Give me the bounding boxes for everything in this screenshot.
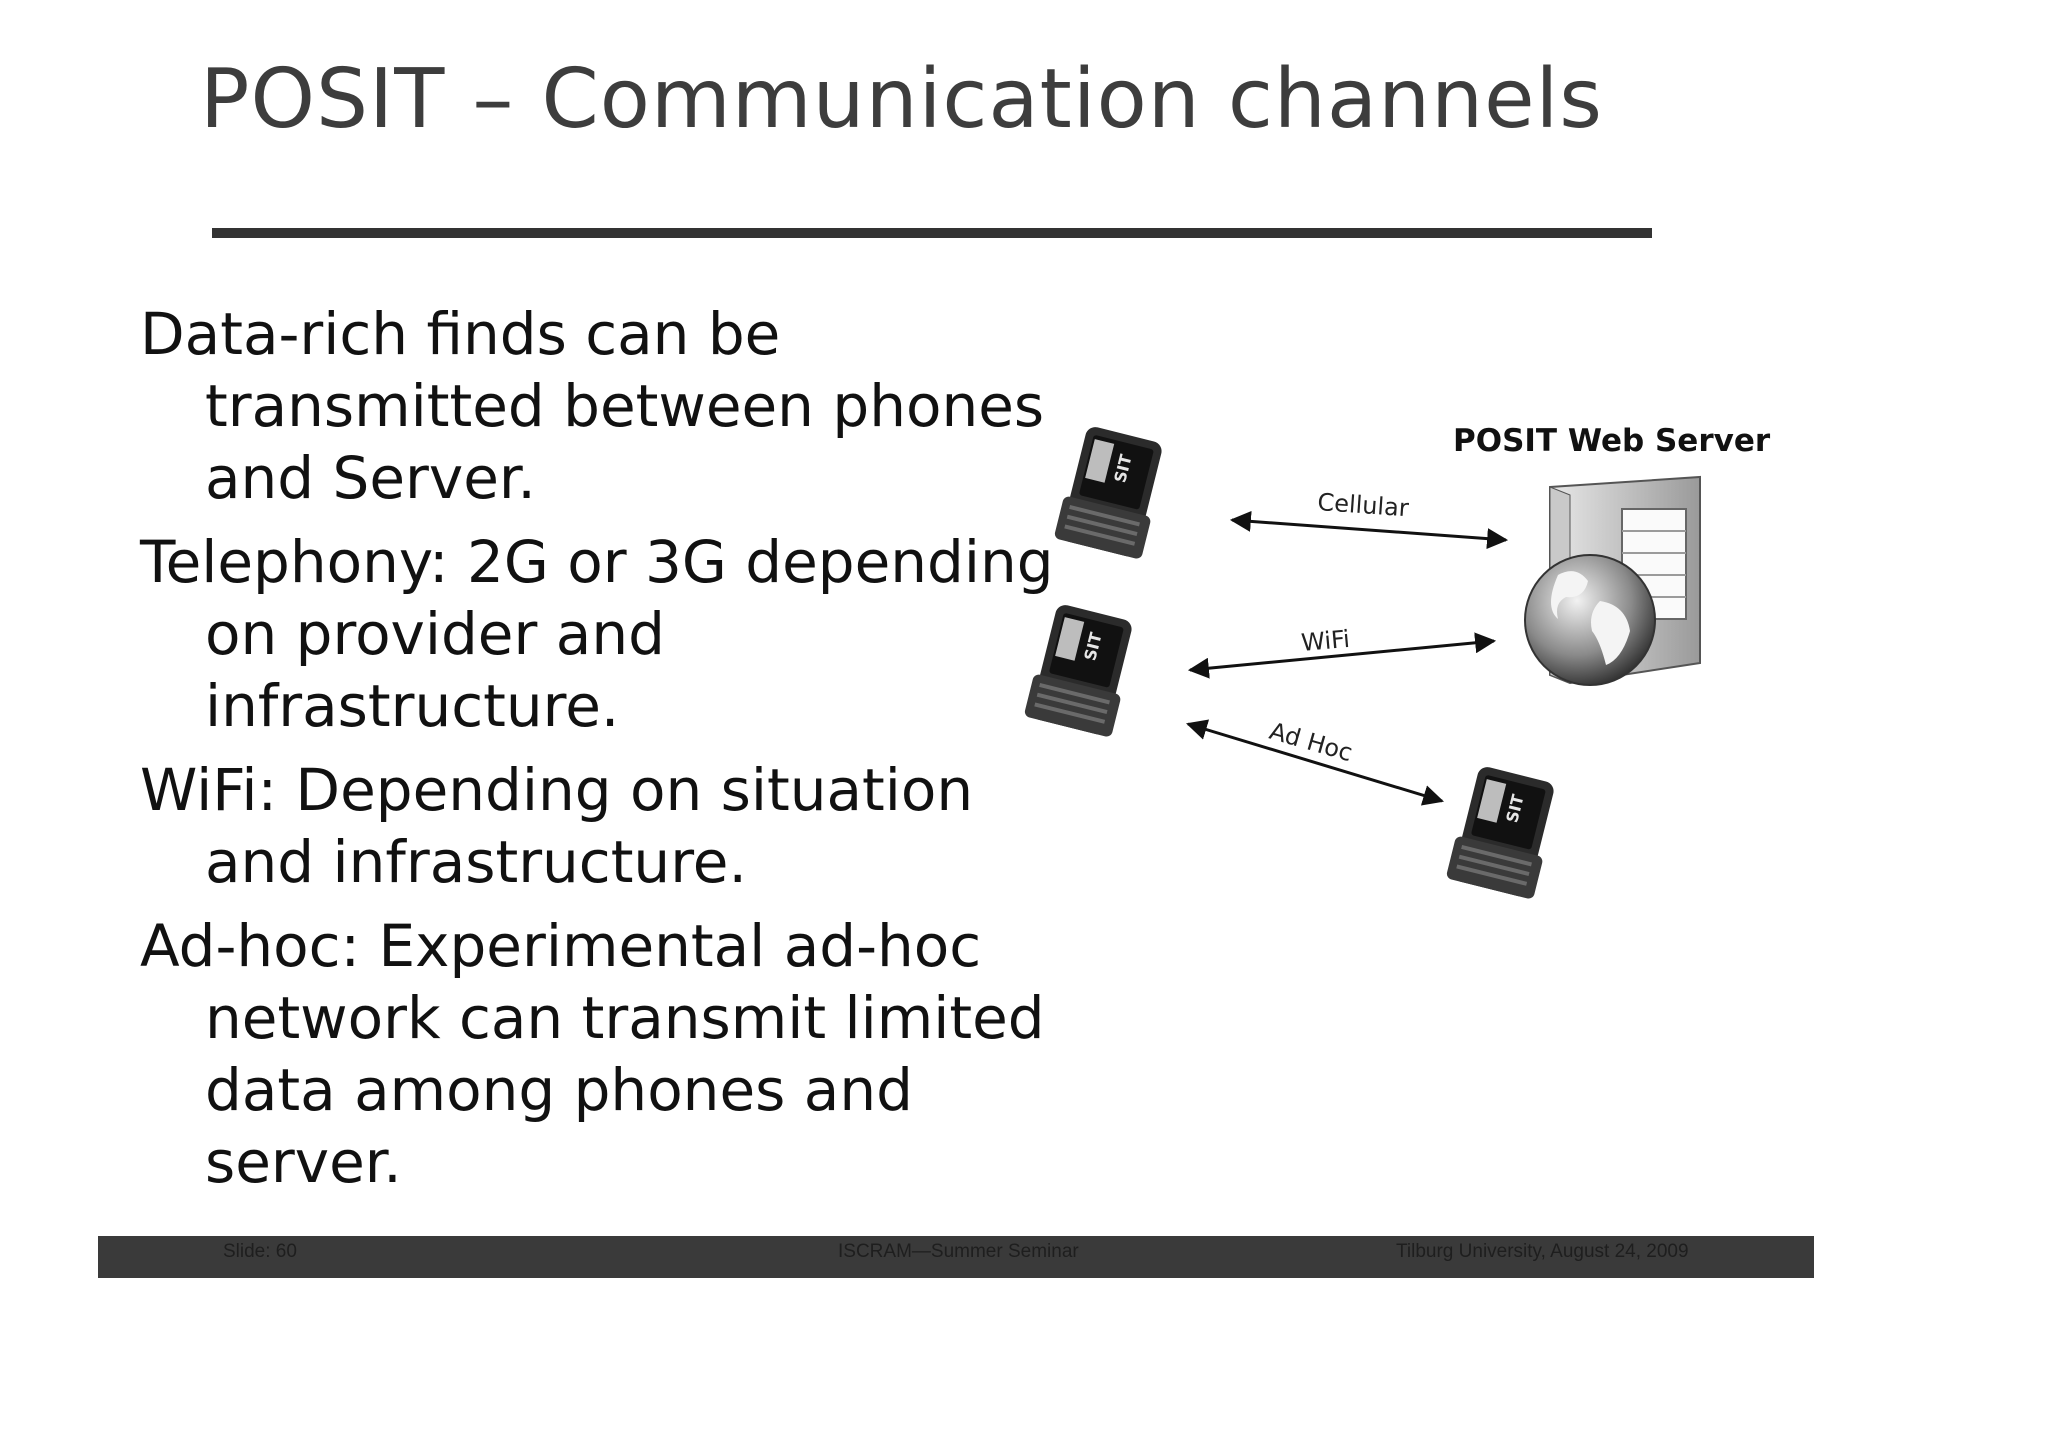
slide-footer: Slide: 60 ISCRAM—Summer Seminar Tilburg … <box>98 1236 1814 1278</box>
server-label: POSIT Web Server <box>1453 423 1771 459</box>
globe-icon <box>1524 554 1656 686</box>
footer-venue-date: Tilburg University, August 24, 2009 <box>1396 1241 1689 1262</box>
link-label-adhoc: Ad Hoc <box>1266 717 1355 767</box>
phone-icon: SIT <box>1446 767 1554 899</box>
link-adhoc: Ad Hoc <box>1185 717 1445 806</box>
slide-title: POSIT – Communication channels <box>200 52 1604 147</box>
title-underline <box>212 228 1652 238</box>
phone-icon: SIT <box>1024 605 1132 737</box>
phone-icon: SIT <box>1054 427 1162 559</box>
bullet-list: Data-rich finds can be transmitted betwe… <box>140 298 1060 1210</box>
bullet-item: WiFi: Depending on situation and infrast… <box>140 756 974 896</box>
link-label-wifi: WiFi <box>1300 625 1351 657</box>
link-wifi: WiFi <box>1187 625 1497 679</box>
bullet-item: Telephony: 2G or 3G depending on provide… <box>140 528 1054 740</box>
footer-slide-number: Slide: 60 <box>223 1241 297 1262</box>
footer-seminar: ISCRAM—Summer Seminar <box>838 1241 1079 1262</box>
bullet-item: Data-rich finds can be transmitted betwe… <box>140 300 1045 512</box>
link-label-cellular: Cellular <box>1317 488 1410 522</box>
bullet-item: Ad-hoc: Experimental ad-hoc network can … <box>140 912 1045 1196</box>
network-diagram: SIT SIT SIT <box>1024 423 1771 899</box>
link-cellular: Cellular <box>1229 488 1509 550</box>
